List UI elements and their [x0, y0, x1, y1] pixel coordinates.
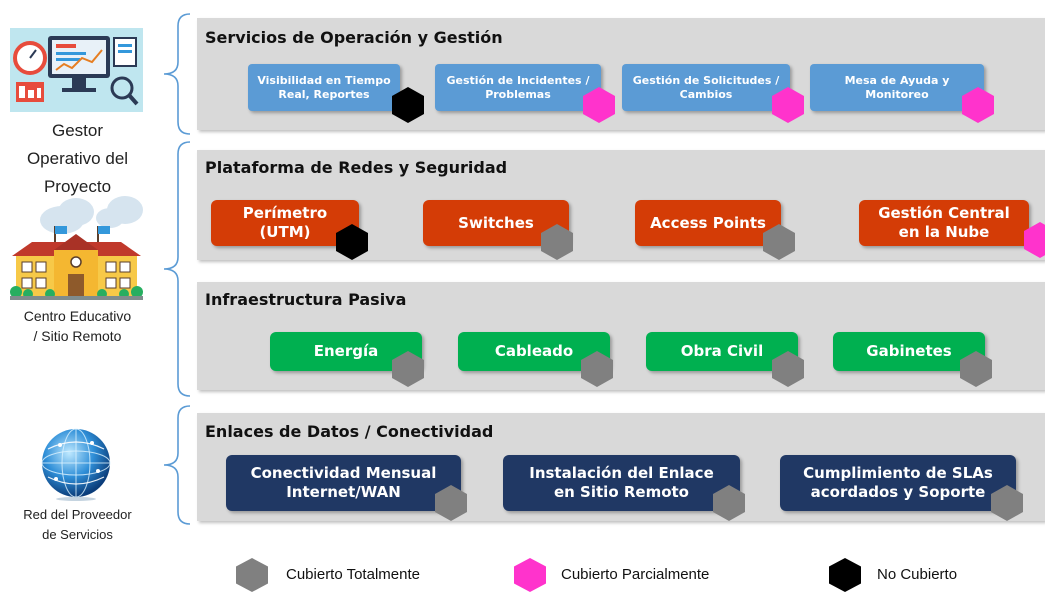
- service-box-access-points: Access Points: [635, 200, 781, 246]
- status-hexagon-icon: [713, 485, 745, 521]
- provider-network-label: Red del Proveedor de Servicios: [23, 507, 132, 542]
- school-site-label: Centro Educativo / Sitio Remoto: [23, 308, 132, 344]
- project-manager-label: Gestor Operativo del Proyecto: [26, 121, 129, 196]
- status-hexagon-icon: [581, 351, 613, 387]
- status-hexagon-icon: [772, 87, 804, 123]
- service-box-gabinetes: Gabinetes: [833, 332, 985, 371]
- status-hexagon-icon: [392, 87, 424, 123]
- legend-hexagon-partial-icon: [514, 558, 546, 592]
- status-hexagon-icon: [991, 485, 1023, 521]
- status-hexagon-icon: [336, 224, 368, 260]
- globe-network-icon: [41, 428, 111, 501]
- service-box-slas: Cumplimiento de SLAs acordados y Soporte: [780, 455, 1016, 511]
- service-box-perimetro: Perímetro (UTM): [211, 200, 359, 246]
- legend-hexagon-full-icon: [236, 558, 268, 592]
- band-title: Enlaces de Datos / Conectividad: [205, 422, 494, 441]
- brace-top: [163, 13, 191, 135]
- project-dashboard-icon: [10, 28, 143, 112]
- service-box-solicitudes: Gestión de Solicitudes / Cambios: [622, 64, 790, 111]
- status-hexagon-icon: [772, 351, 804, 387]
- service-box-mesa-ayuda: Mesa de Ayuda y Monitoreo: [810, 64, 984, 111]
- status-hexagon-icon: [960, 351, 992, 387]
- brace-bottom: [163, 405, 191, 525]
- service-box-incidentes: Gestión de Incidentes / Problemas: [435, 64, 601, 111]
- status-hexagon-icon: [583, 87, 615, 123]
- legend-no-label: No Cubierto: [877, 566, 958, 583]
- service-box-instalacion: Instalación del Enlace en Sitio Remoto: [503, 455, 740, 511]
- status-hexagon-icon: [763, 224, 795, 260]
- service-box-gestion-nube: Gestión Central en la Nube: [859, 200, 1029, 246]
- legend-hexagon-no-icon: [829, 558, 861, 592]
- band-title: Plataforma de Redes y Seguridad: [205, 158, 508, 177]
- status-hexagon-icon: [435, 485, 467, 521]
- band-title: Infraestructura Pasiva: [205, 290, 407, 309]
- status-hexagon-icon: [962, 87, 994, 123]
- service-box-visibilidad: Visibilidad en Tiempo Real, Reportes: [248, 64, 400, 111]
- status-hexagon-icon: [541, 224, 573, 260]
- status-hexagon-icon: [1024, 222, 1045, 258]
- band-title: Servicios de Operación y Gestión: [205, 28, 503, 47]
- school-building-icon: [10, 196, 143, 300]
- service-box-conectividad: Conectividad Mensual Internet/WAN: [226, 455, 461, 511]
- brace-middle: [163, 141, 191, 397]
- legend-partial-label: Cubierto Parcialmente: [561, 566, 710, 583]
- legend-full-label: Cubierto Totalmente: [286, 566, 420, 583]
- status-hexagon-icon: [392, 351, 424, 387]
